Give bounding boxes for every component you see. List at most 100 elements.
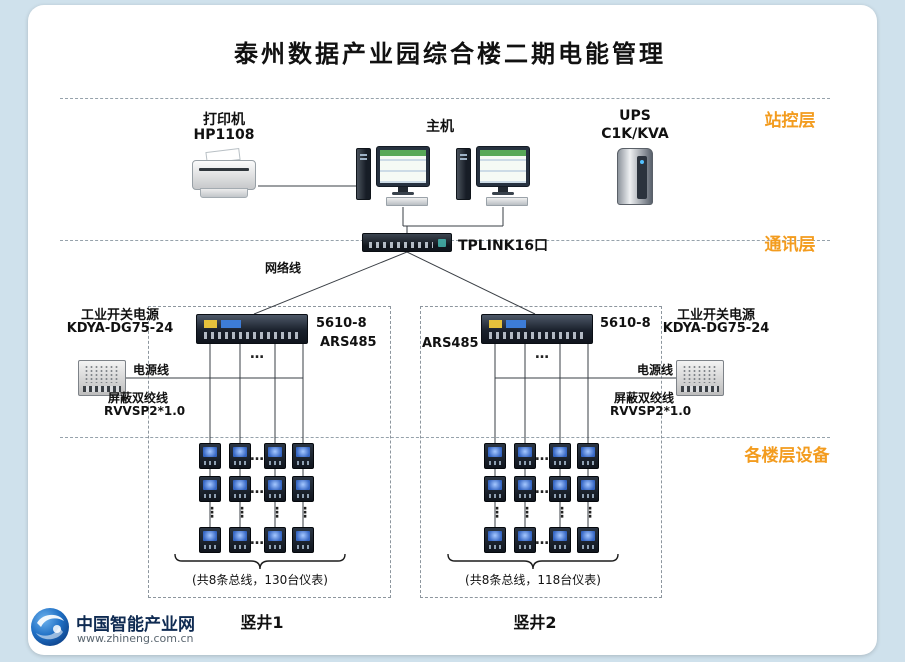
- monitor-stand: [398, 187, 408, 193]
- pc-screen: [380, 150, 426, 183]
- collector-display: [506, 320, 526, 328]
- power-line-right-label: 电源线: [636, 363, 673, 377]
- keyboard-icon: [386, 197, 428, 206]
- bus-ellipsis: …: [250, 346, 264, 362]
- power-meter-icon: [549, 476, 571, 502]
- power-line-left-label: 电源线: [132, 363, 169, 377]
- power-meter-icon: [199, 527, 221, 553]
- ups-indicator-light: [640, 160, 644, 164]
- power-meter-icon: [484, 527, 506, 553]
- divider-floor-layer: [60, 437, 830, 438]
- shield-model-left-label: RVVSP2*1.0: [104, 404, 186, 418]
- monitor-stand: [498, 187, 508, 193]
- pc-monitor-icon: [376, 146, 430, 187]
- brand-site-url: www.zhineng.com.cn: [77, 632, 194, 645]
- keyboard-icon: [486, 197, 528, 206]
- shield-line-right-label: 屏蔽双绞线: [613, 391, 674, 405]
- collector-left-icon: [196, 314, 308, 344]
- workstation-2-icon: [456, 146, 548, 208]
- collector-left-bus: ARS485: [320, 335, 377, 350]
- layer-label-station: 站控层: [764, 111, 816, 131]
- power-meter-icon: [292, 527, 314, 553]
- meter-column-ellipsis: ⋮: [235, 505, 249, 521]
- meter-column-ellipsis: ⋮: [270, 505, 284, 521]
- power-meter-icon: [264, 527, 286, 553]
- power-meter-icon: [199, 443, 221, 469]
- pc-tower-icon: [456, 148, 471, 200]
- pc-tower-icon: [356, 148, 371, 200]
- power-meter-icon: [484, 476, 506, 502]
- ups-label: UPS: [619, 108, 651, 124]
- meter-row-ellipsis: …: [250, 481, 264, 497]
- printer-body: [192, 160, 256, 190]
- power-meter-icon: [577, 527, 599, 553]
- power-meter-icon: [199, 476, 221, 502]
- meter-row-ellipsis: …: [535, 448, 549, 464]
- power-meter-icon: [549, 527, 571, 553]
- collector-right-icon: [481, 314, 593, 344]
- power-meter-icon: [549, 443, 571, 469]
- collector-right-bus: ARS485: [422, 336, 479, 351]
- power-meter-icon: [264, 476, 286, 502]
- power-meter-icon: [292, 476, 314, 502]
- power-meter-icon: [577, 476, 599, 502]
- collector-indicator: [489, 320, 502, 328]
- collector-indicator: [204, 320, 217, 328]
- printer-output-slot: [199, 168, 249, 171]
- layer-label-comm: 通讯层: [764, 235, 816, 255]
- collector-left-model: 5610-8: [316, 316, 367, 331]
- monitor-base: [392, 192, 414, 195]
- meter-row-ellipsis: …: [535, 481, 549, 497]
- collector-ports: [489, 332, 585, 339]
- collector-right-model: 5610-8: [600, 316, 651, 331]
- psu-left-icon: [78, 360, 126, 396]
- diagram-panel: [28, 5, 877, 655]
- printer-icon: [192, 147, 258, 200]
- meter-row-ellipsis: …: [535, 532, 549, 548]
- meter-column-ellipsis: ⋮: [490, 505, 504, 521]
- psu-right-icon: [676, 360, 724, 396]
- network-cable-label: 网络线: [264, 261, 301, 275]
- psu-left-model: KDYA-DG75-24: [66, 321, 174, 336]
- collector-ports: [204, 332, 300, 339]
- printer-label: 打印机: [203, 112, 245, 128]
- psu-right-model: KDYA-DG75-24: [662, 321, 770, 336]
- meter-row-ellipsis: …: [250, 532, 264, 548]
- ups-front-panel: [637, 156, 647, 199]
- collector-display: [221, 320, 241, 328]
- meter-column-ellipsis: ⋮: [205, 505, 219, 521]
- power-meter-icon: [292, 443, 314, 469]
- brand-name: 中国智能产业网: [76, 615, 195, 635]
- psu-left-name: 工业开关电源: [80, 308, 159, 323]
- meter-column-ellipsis: ⋮: [520, 505, 534, 521]
- shaft2-dashed-box: [420, 306, 662, 598]
- pc-monitor-icon: [476, 146, 530, 187]
- psu-right-name: 工业开关电源: [676, 308, 755, 323]
- meter-column-ellipsis: ⋮: [583, 505, 597, 521]
- shaft1-caption: (共8条总线，130台仪表): [192, 573, 328, 587]
- printer-tray: [200, 188, 248, 198]
- bus-ellipsis: …: [535, 346, 549, 362]
- workstation-1-icon: [356, 146, 448, 208]
- pc-screen: [480, 150, 526, 183]
- brand-logo-icon: [31, 608, 69, 646]
- power-meter-icon: [577, 443, 599, 469]
- shaft2-caption: (共8条总线，118台仪表): [465, 573, 601, 587]
- ups-icon: [617, 148, 653, 205]
- divider-station-layer: [60, 98, 830, 99]
- printer-model-label: HP1108: [193, 127, 255, 143]
- host-label: 主机: [426, 119, 454, 135]
- meter-row-ellipsis: …: [250, 448, 264, 464]
- network-switch-icon: [362, 233, 452, 252]
- shaft2-name: 竖井2: [513, 613, 557, 632]
- switch-label: TPLINK16口: [458, 238, 548, 254]
- shield-model-right-label: RVVSP2*1.0: [610, 404, 692, 418]
- meter-column-ellipsis: ⋮: [555, 505, 569, 521]
- ups-model-label: C1K/KVA: [601, 126, 669, 142]
- monitor-base: [492, 192, 514, 195]
- power-meter-icon: [264, 443, 286, 469]
- meter-column-ellipsis: ⋮: [298, 505, 312, 521]
- power-meter-icon: [484, 443, 506, 469]
- shield-line-left-label: 屏蔽双绞线: [107, 391, 168, 405]
